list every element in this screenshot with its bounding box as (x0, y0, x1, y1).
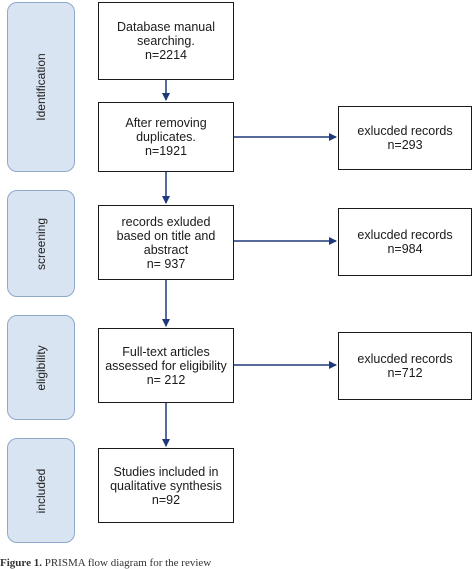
box-database-search: Database manual searching. n=2214 (98, 2, 234, 80)
figure-caption-prefix: Figure 1. (0, 557, 42, 569)
box-excluded-1-text: exlucded records n=293 (357, 124, 453, 152)
phase-included: included (7, 438, 75, 543)
box-excluded-1: exlucded records n=293 (338, 106, 472, 170)
box-excluded-2: exlucded records n=984 (338, 208, 472, 276)
phase-eligibility: eligibility (7, 315, 75, 420)
box-title-abstract: records exluded based on title and abstr… (98, 205, 234, 280)
box-excluded-3: exlucded records n=712 (338, 332, 472, 400)
box-after-duplicates-text: After removing duplicates. n=1921 (125, 116, 207, 158)
box-fulltext-text: Full-text articles assessed for eligibil… (105, 344, 227, 387)
box-included-studies: Studies included in qualitative synthesi… (98, 448, 234, 523)
box-included-studies-text: Studies included in qualitative synthesi… (110, 464, 222, 507)
box-excluded-3-text: exlucded records n=712 (357, 352, 453, 380)
box-excluded-2-text: exlucded records n=984 (357, 228, 453, 256)
figure-caption: Figure 1. PRISMA flow diagram for the re… (0, 557, 211, 569)
figure-caption-text: PRISMA flow diagram for the review (41, 557, 212, 569)
phase-screening: screening (7, 190, 75, 297)
box-fulltext: Full-text articles assessed for eligibil… (98, 328, 234, 403)
phase-identification: Identification (7, 2, 75, 172)
box-database-search-text: Database manual searching. n=2214 (117, 20, 215, 62)
box-title-abstract-text: records exluded based on title and abstr… (116, 214, 216, 271)
box-after-duplicates: After removing duplicates. n=1921 (98, 102, 234, 172)
